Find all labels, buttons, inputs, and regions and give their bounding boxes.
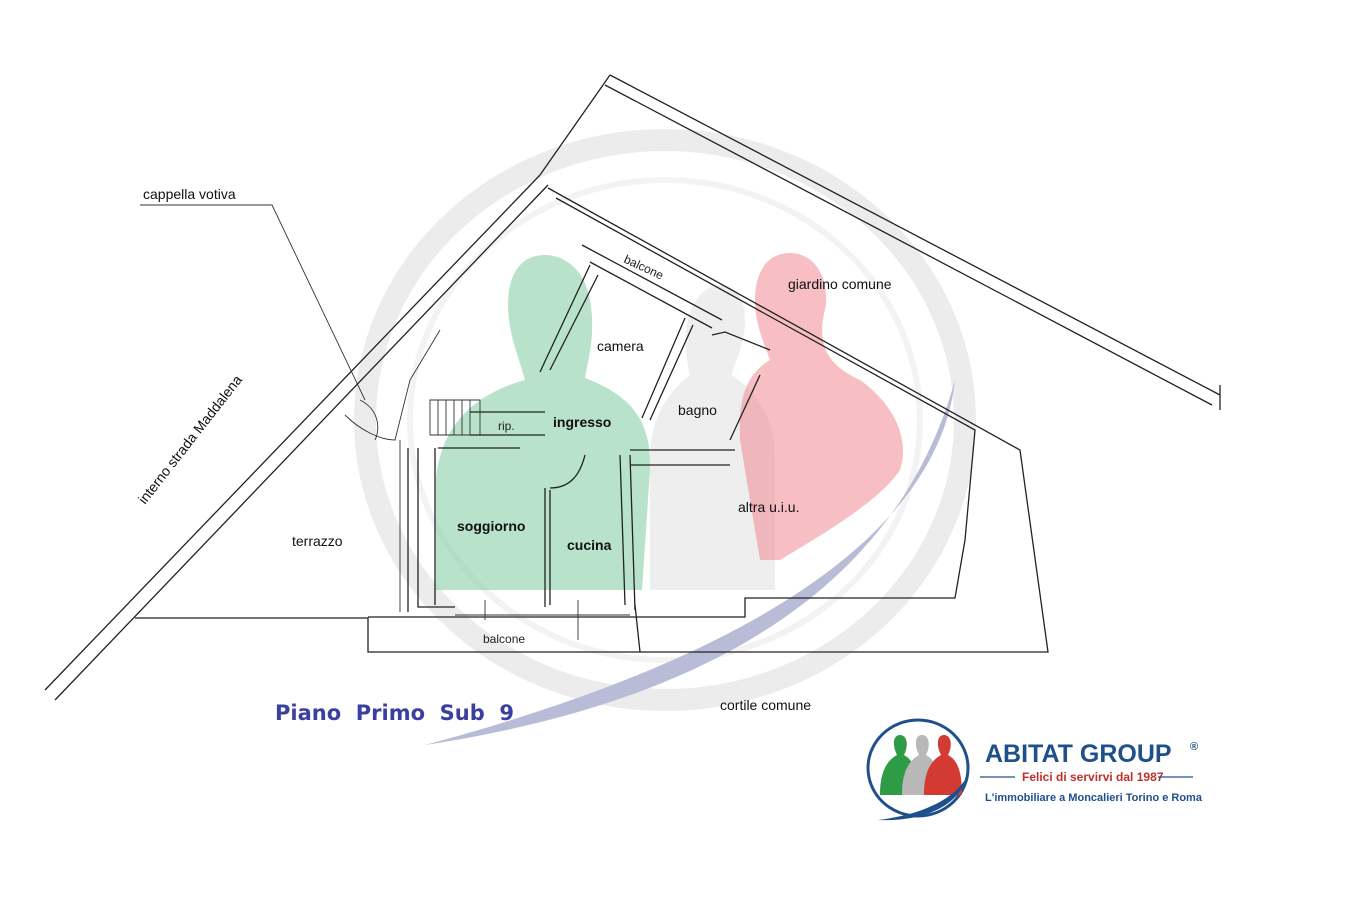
plan-title: Piano Primo Sub 9 (275, 701, 514, 725)
label-cucina: cucina (567, 537, 612, 553)
label-rip: rip. (498, 419, 515, 433)
label-interno-strada: interno strada Maddalena (135, 372, 245, 507)
label-ingresso: ingresso (553, 414, 611, 430)
plan-walls (44, 74, 1221, 701)
label-camera: camera (597, 338, 644, 354)
company-logo: ABITAT GROUP ® Felici di servirvi dal 19… (866, 718, 1203, 821)
logo-subtitle: L'immobiliare a Moncalieri Torino e Roma (985, 792, 1203, 804)
cappella-leader-line (140, 204, 366, 401)
label-terrazzo: terrazzo (292, 533, 343, 549)
label-altra-uiu: altra u.i.u. (738, 499, 799, 515)
logo-registered-mark: ® (1190, 741, 1198, 753)
logo-tagline: Felici di servirvi dal 1987 (1022, 770, 1164, 784)
green-figure-highlight (436, 255, 651, 590)
label-cortile-comune: cortile comune (720, 697, 811, 713)
label-balcone-bottom: balcone (483, 632, 525, 646)
label-bagno: bagno (678, 402, 717, 418)
label-giardino-comune: giardino comune (788, 276, 892, 292)
label-soggiorno: soggiorno (457, 518, 525, 534)
red-figure (739, 253, 904, 560)
logo-emblem (866, 718, 970, 821)
logo-brand-name: ABITAT GROUP (985, 740, 1172, 768)
swoosh-graphic (425, 380, 955, 745)
label-cappella-votiva: cappella votiva (143, 186, 236, 202)
